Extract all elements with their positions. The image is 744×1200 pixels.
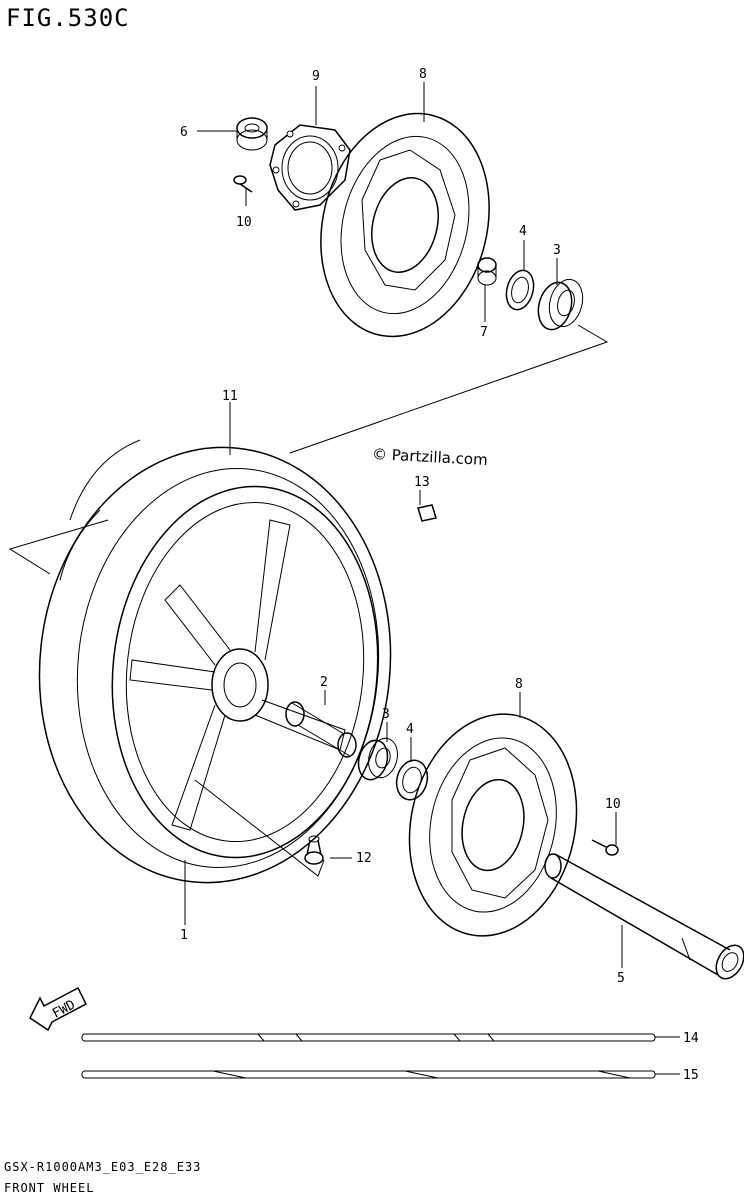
callout-1: 1	[180, 928, 188, 943]
callout-3-upper: 3	[553, 243, 561, 258]
callout-numbers: 6 9 8 10 4 3 7 11 13 2 3 4 8 10 12 1 5 1…	[180, 67, 699, 1083]
model-code: GSX-R1000AM3_E03_E28_E33	[4, 1160, 202, 1174]
callout-3-lower: 3	[382, 707, 390, 722]
oil-seal-part-4-lower[interactable]	[392, 757, 431, 803]
callout-15: 15	[683, 1068, 699, 1083]
bolt-part-10-upper[interactable]	[233, 175, 253, 193]
callout-6: 6	[180, 125, 188, 140]
leader-lines	[184, 82, 680, 1075]
spacer-part-7-upper[interactable]	[477, 257, 497, 286]
callout-2: 2	[320, 675, 328, 690]
callout-10-upper: 10	[236, 215, 252, 230]
figure-title: FIG.530C	[6, 4, 130, 32]
bearing-part-3-upper[interactable]	[533, 276, 587, 334]
axle-part-5[interactable]	[544, 853, 744, 984]
callout-14: 14	[683, 1031, 699, 1046]
brake-disc-part-8-upper[interactable]	[298, 96, 512, 355]
callout-8-upper: 8	[419, 67, 427, 82]
rim-stripe-part-14[interactable]	[81, 1033, 656, 1042]
callout-13: 13	[414, 475, 430, 490]
callout-8-lower: 8	[515, 677, 523, 692]
valve-part-12[interactable]	[304, 835, 324, 865]
callout-12: 12	[356, 851, 372, 866]
callout-11: 11	[222, 389, 238, 404]
fwd-arrow-icon: FWD	[29, 986, 87, 1032]
bolt-part-10-lower[interactable]	[591, 839, 619, 856]
spacer-part-2[interactable]	[285, 701, 357, 758]
bearing-part-3-lower[interactable]	[354, 735, 401, 783]
callout-10-lower: 10	[605, 797, 621, 812]
oil-seal-part-4-upper[interactable]	[502, 267, 537, 312]
callout-7: 7	[480, 325, 488, 340]
callout-5: 5	[617, 971, 625, 986]
clip-part-13[interactable]	[417, 504, 437, 522]
collar-part-6[interactable]	[236, 117, 268, 151]
callout-9: 9	[312, 69, 320, 84]
section-name: FRONT WHEEL	[4, 1181, 95, 1195]
callout-4-upper: 4	[519, 224, 527, 239]
brake-disc-part-8-lower[interactable]	[390, 698, 597, 951]
callout-4-lower: 4	[406, 722, 414, 737]
rim-stripe-part-15[interactable]	[81, 1070, 656, 1079]
wheel-part-1[interactable]	[94, 473, 395, 871]
abs-ring-part-9[interactable]	[269, 124, 351, 211]
